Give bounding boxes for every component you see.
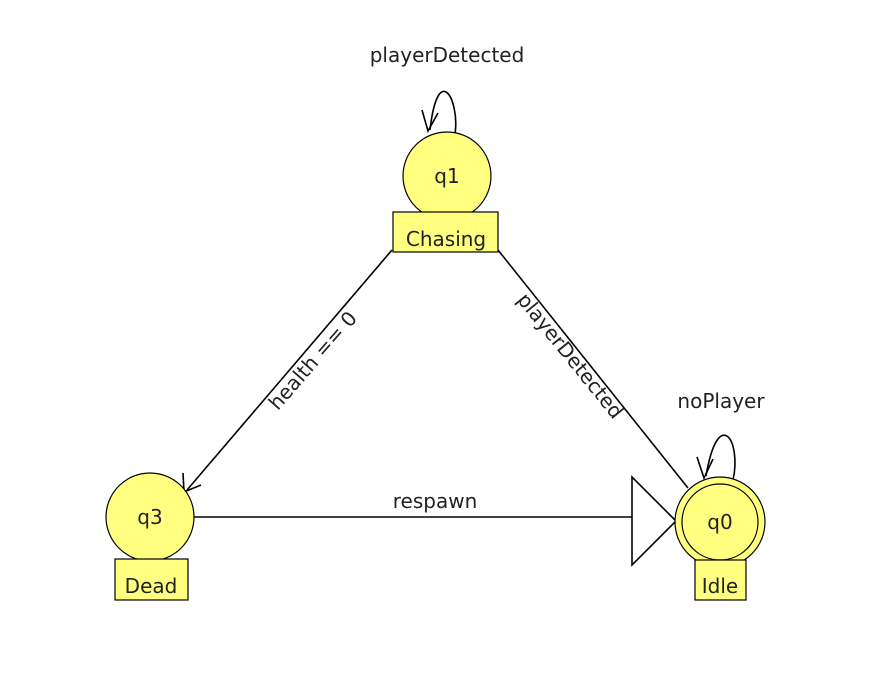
state-label-q1: Chasing (406, 227, 486, 251)
state-label-box-q1 (392, 211, 499, 253)
transition-label-q0-self: noPlayer (677, 389, 765, 413)
initial-state-marker (631, 475, 678, 567)
state-q1[interactable]: q1 Chasing (392, 131, 499, 253)
state-label-q3: Dead (125, 574, 178, 598)
state-q0[interactable]: q0 Idle (631, 475, 766, 601)
state-id-q1: q1 (434, 164, 459, 188)
state-q3[interactable]: q3 Dead (105, 472, 195, 601)
state-label-box-q3 (114, 558, 189, 601)
arrowhead-q1-self (421, 109, 439, 134)
transition-q1-to-q0[interactable]: playerDetected (497, 249, 689, 489)
state-label-box-q0 (694, 559, 747, 601)
transition-q3-to-q0[interactable]: respawn (193, 489, 632, 518)
state-id-q3: q3 (137, 505, 162, 529)
arrowhead-q0-self (696, 456, 714, 481)
state-label-q0: Idle (702, 574, 738, 598)
transition-label-q1-to-q3: health == 0 (264, 306, 362, 414)
transition-q1-self-loop[interactable]: playerDetected (370, 43, 525, 135)
state-id-q0: q0 (707, 510, 732, 534)
transition-label-q3-to-q0: respawn (393, 489, 478, 513)
transition-label-q1-self: playerDetected (370, 43, 525, 67)
transition-label-q1-to-q0: playerDetected (512, 288, 628, 423)
transition-q1-to-q3[interactable]: health == 0 (182, 249, 393, 494)
transition-q0-self-loop[interactable]: noPlayer (677, 389, 765, 481)
